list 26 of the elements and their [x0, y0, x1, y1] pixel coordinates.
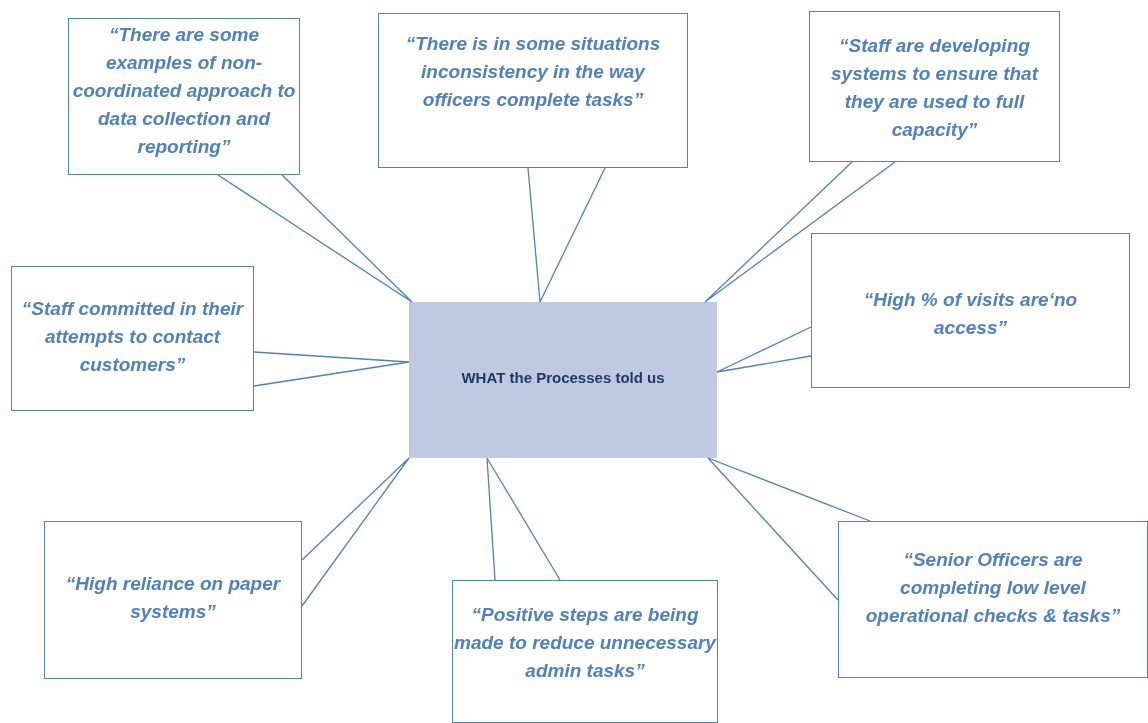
quote-text: “Staff are developing systems to ensure that they are used to full capacity”: [830, 34, 1040, 142]
callout-pointer: [217, 174, 413, 303]
callout-pointer: [301, 457, 410, 607]
topic-box: [409, 302, 717, 458]
speech-callout: [452, 580, 718, 723]
speech-callout: [809, 11, 1060, 162]
callout-pointer: [716, 326, 812, 373]
quote-text: “High % of visits are‘no access”: [862, 288, 1079, 340]
speech-callout: [838, 521, 1148, 678]
speech-callout: [44, 521, 302, 679]
callout-pointer: [704, 161, 896, 303]
callout-pointer: [527, 167, 606, 303]
quote-text: “There are some examples of non-coordinated approach to data collection and reporting”: [71, 23, 297, 159]
speech-callout: [11, 266, 254, 411]
quote-text: “There is in some situations inconsistency in the way officers complete tasks”: [404, 32, 662, 112]
topic-title: WHAT the Processes told us: [460, 368, 666, 388]
speech-callout: [378, 13, 688, 168]
quote-text: “High reliance on paper systems”: [64, 572, 282, 624]
callout-pointer: [253, 351, 410, 387]
quote-text: “Senior Officers are completing low level operational checks & tasks”: [864, 548, 1122, 628]
speech-callout: [811, 233, 1130, 388]
callout-pointer: [486, 457, 561, 581]
quote-text: “Positive steps are being made to reduce unnecessary admin tasks”: [454, 603, 716, 683]
speech-callout: [68, 18, 300, 175]
quote-text: “Staff committed in their attempts to contact customers”: [20, 297, 245, 377]
callout-pointer: [707, 457, 871, 601]
